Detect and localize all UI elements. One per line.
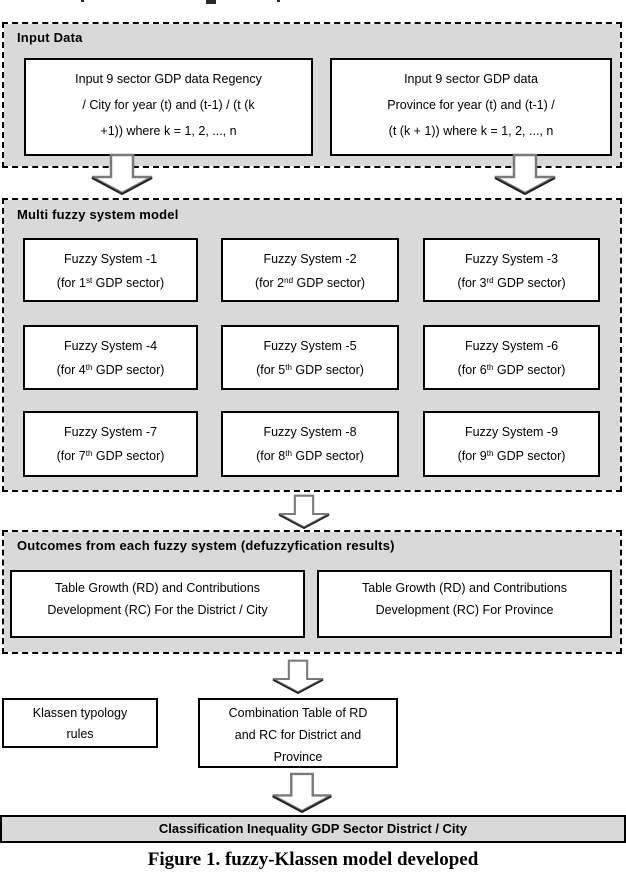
fuzzy-system-3-sector: (for 3rd GDP sector) xyxy=(457,276,566,290)
input-province-line2: Province for year (t) and (t-1) / xyxy=(387,98,555,112)
cropped-text-remnant xyxy=(277,0,280,2)
down-arrow-icon xyxy=(278,494,330,529)
fuzzy-system-1-title: Fuzzy System -1 xyxy=(63,252,158,266)
outcome-district-line2: Development (RC) For the District / City xyxy=(47,603,268,617)
fuzzy-system-5-sector: (for 5th GDP sector) xyxy=(256,363,364,377)
combination-table-box: Combination Table of RD and RC for Distr… xyxy=(198,698,398,768)
klassen-typology-box: Klassen typology rules xyxy=(2,698,158,748)
input-regency-line3: +1)) where k = 1, 2, ..., n xyxy=(100,124,237,138)
combination-line1: Combination Table of RD xyxy=(228,706,368,720)
fuzzy-system-9-title: Fuzzy System -9 xyxy=(464,425,559,439)
klassen-line1: Klassen typology xyxy=(32,706,128,720)
input-province-line3: (t (k + 1)) where k = 1, 2, ..., n xyxy=(388,124,554,138)
input-regency-line2: / City for year (t) and (t-1) / (t (k xyxy=(82,98,255,112)
down-arrow-icon xyxy=(272,772,332,813)
input-province-box: Input 9 sector GDP data Province for yea… xyxy=(330,58,612,156)
fuzzy-system-7-sector: (for 7th GDP sector) xyxy=(56,449,165,463)
fuzzy-system-9-sector: (for 9th GDP sector) xyxy=(457,449,566,463)
fuzzy-system-2-sector: (for 2nd GDP sector) xyxy=(254,276,366,290)
fuzzy-system-5-box: Fuzzy System -5 (for 5th GDP sector) xyxy=(221,325,399,390)
fuzzy-system-8-title: Fuzzy System -8 xyxy=(263,425,357,439)
input-regency-line1: Input 9 sector GDP data Regency xyxy=(75,72,262,86)
fuzzy-system-4-title: Fuzzy System -4 xyxy=(63,339,158,353)
fuzzy-system-1-box: Fuzzy System -1 (for 1st GDP sector) xyxy=(23,238,198,302)
fuzzy-system-6-sector: (for 6th GDP sector) xyxy=(457,363,566,377)
fuzzy-system-3-title: Fuzzy System -3 xyxy=(464,252,559,266)
figure-caption: Figure 1. fuzzy-Klassen model developed xyxy=(147,849,479,870)
down-arrow-icon xyxy=(272,659,324,694)
outcome-province-line1: Table Growth (RD) and Contributions xyxy=(362,581,567,595)
klassen-line2: rules xyxy=(66,727,94,741)
fuzzy-system-6-title: Fuzzy System -6 xyxy=(464,339,559,353)
fuzzy-system-2-box: Fuzzy System -2 (for 2nd GDP sector) xyxy=(221,238,399,302)
fuzzy-system-3-box: Fuzzy System -3 (for 3rd GDP sector) xyxy=(423,238,600,302)
fuzzy-system-7-box: Fuzzy System -7 (for 7th GDP sector) xyxy=(23,411,198,477)
down-arrow-icon xyxy=(494,153,556,195)
fuzzy-system-7-title: Fuzzy System -7 xyxy=(63,425,158,439)
input-province-line1: Input 9 sector GDP data xyxy=(404,72,538,86)
combination-line2: and RC for District and xyxy=(234,728,362,742)
fuzzy-system-8-sector: (for 8th GDP sector) xyxy=(256,449,364,463)
fuzzy-system-4-sector: (for 4th GDP sector) xyxy=(56,363,165,377)
classification-result-bar: Classification Inequality GDP Sector Dis… xyxy=(0,815,626,843)
combination-line3: Province xyxy=(273,750,323,764)
multi-fuzzy-title: Multi fuzzy system model xyxy=(17,207,179,222)
outcome-district-box: Table Growth (RD) and Contributions Deve… xyxy=(10,570,305,638)
fuzzy-system-1-sector: (for 1st GDP sector) xyxy=(56,276,165,290)
down-arrow-icon xyxy=(91,153,153,195)
cropped-text-remnant xyxy=(206,0,216,4)
input-regency-box: Input 9 sector GDP data Regency / City f… xyxy=(24,58,313,156)
fuzzy-system-8-box: Fuzzy System -8 (for 8th GDP sector) xyxy=(221,411,399,477)
fuzzy-system-2-title: Fuzzy System -2 xyxy=(263,252,357,266)
fuzzy-system-4-box: Fuzzy System -4 (for 4th GDP sector) xyxy=(23,325,198,390)
outcome-province-line2: Development (RC) For Province xyxy=(375,603,554,617)
fuzzy-system-9-box: Fuzzy System -9 (for 9th GDP sector) xyxy=(423,411,600,477)
fuzzy-system-6-box: Fuzzy System -6 (for 6th GDP sector) xyxy=(423,325,600,390)
outcome-province-box: Table Growth (RD) and Contributions Deve… xyxy=(317,570,612,638)
cropped-text-remnant xyxy=(81,0,84,2)
outcome-district-line1: Table Growth (RD) and Contributions xyxy=(55,581,260,595)
input-data-title: Input Data xyxy=(17,30,83,45)
fuzzy-system-5-title: Fuzzy System -5 xyxy=(263,339,357,353)
outcomes-title: Outcomes from each fuzzy system (defuzzy… xyxy=(17,538,395,553)
